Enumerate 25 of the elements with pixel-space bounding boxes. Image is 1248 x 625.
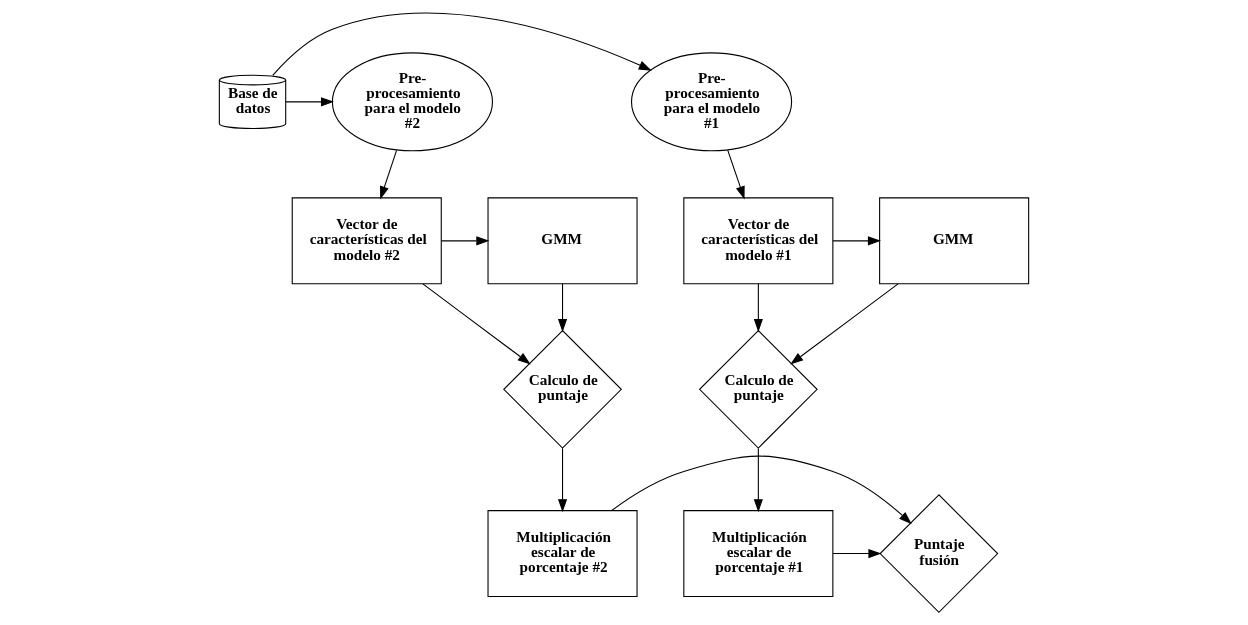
node-diamond: Calculo de puntaje <box>698 329 818 449</box>
node-box: Vector de características del modelo #2 <box>291 197 442 285</box>
node-box: Vector de características del modelo #1 <box>683 197 834 285</box>
arrow <box>272 12 652 76</box>
arrow <box>422 283 531 365</box>
node-ellipse: Pre-procesamiento para el modelo #2 <box>331 52 493 152</box>
arrow <box>832 236 881 246</box>
arrow <box>380 149 398 200</box>
node-diamond: Puntaje fusión <box>879 494 999 614</box>
node-box: Multiplicación escalar de porcentaje #1 <box>683 510 834 598</box>
node-box: GMM <box>879 197 1030 285</box>
arrow <box>557 447 568 513</box>
node-ellipse: Pre-procesamiento para el modelo #1 <box>631 52 793 152</box>
arrow <box>285 97 335 107</box>
arrow <box>790 283 899 365</box>
node-box: Multiplicación escalar de porcentaje #2 <box>487 510 638 598</box>
arrow <box>832 549 882 559</box>
arrow <box>557 283 568 333</box>
arrow <box>753 447 763 513</box>
arrow <box>440 236 490 246</box>
arrow <box>611 455 912 525</box>
node-diamond: Calculo de puntaje <box>503 329 623 449</box>
arrow <box>727 149 745 200</box>
node-box: GMM <box>487 197 638 285</box>
arrow <box>753 283 763 333</box>
